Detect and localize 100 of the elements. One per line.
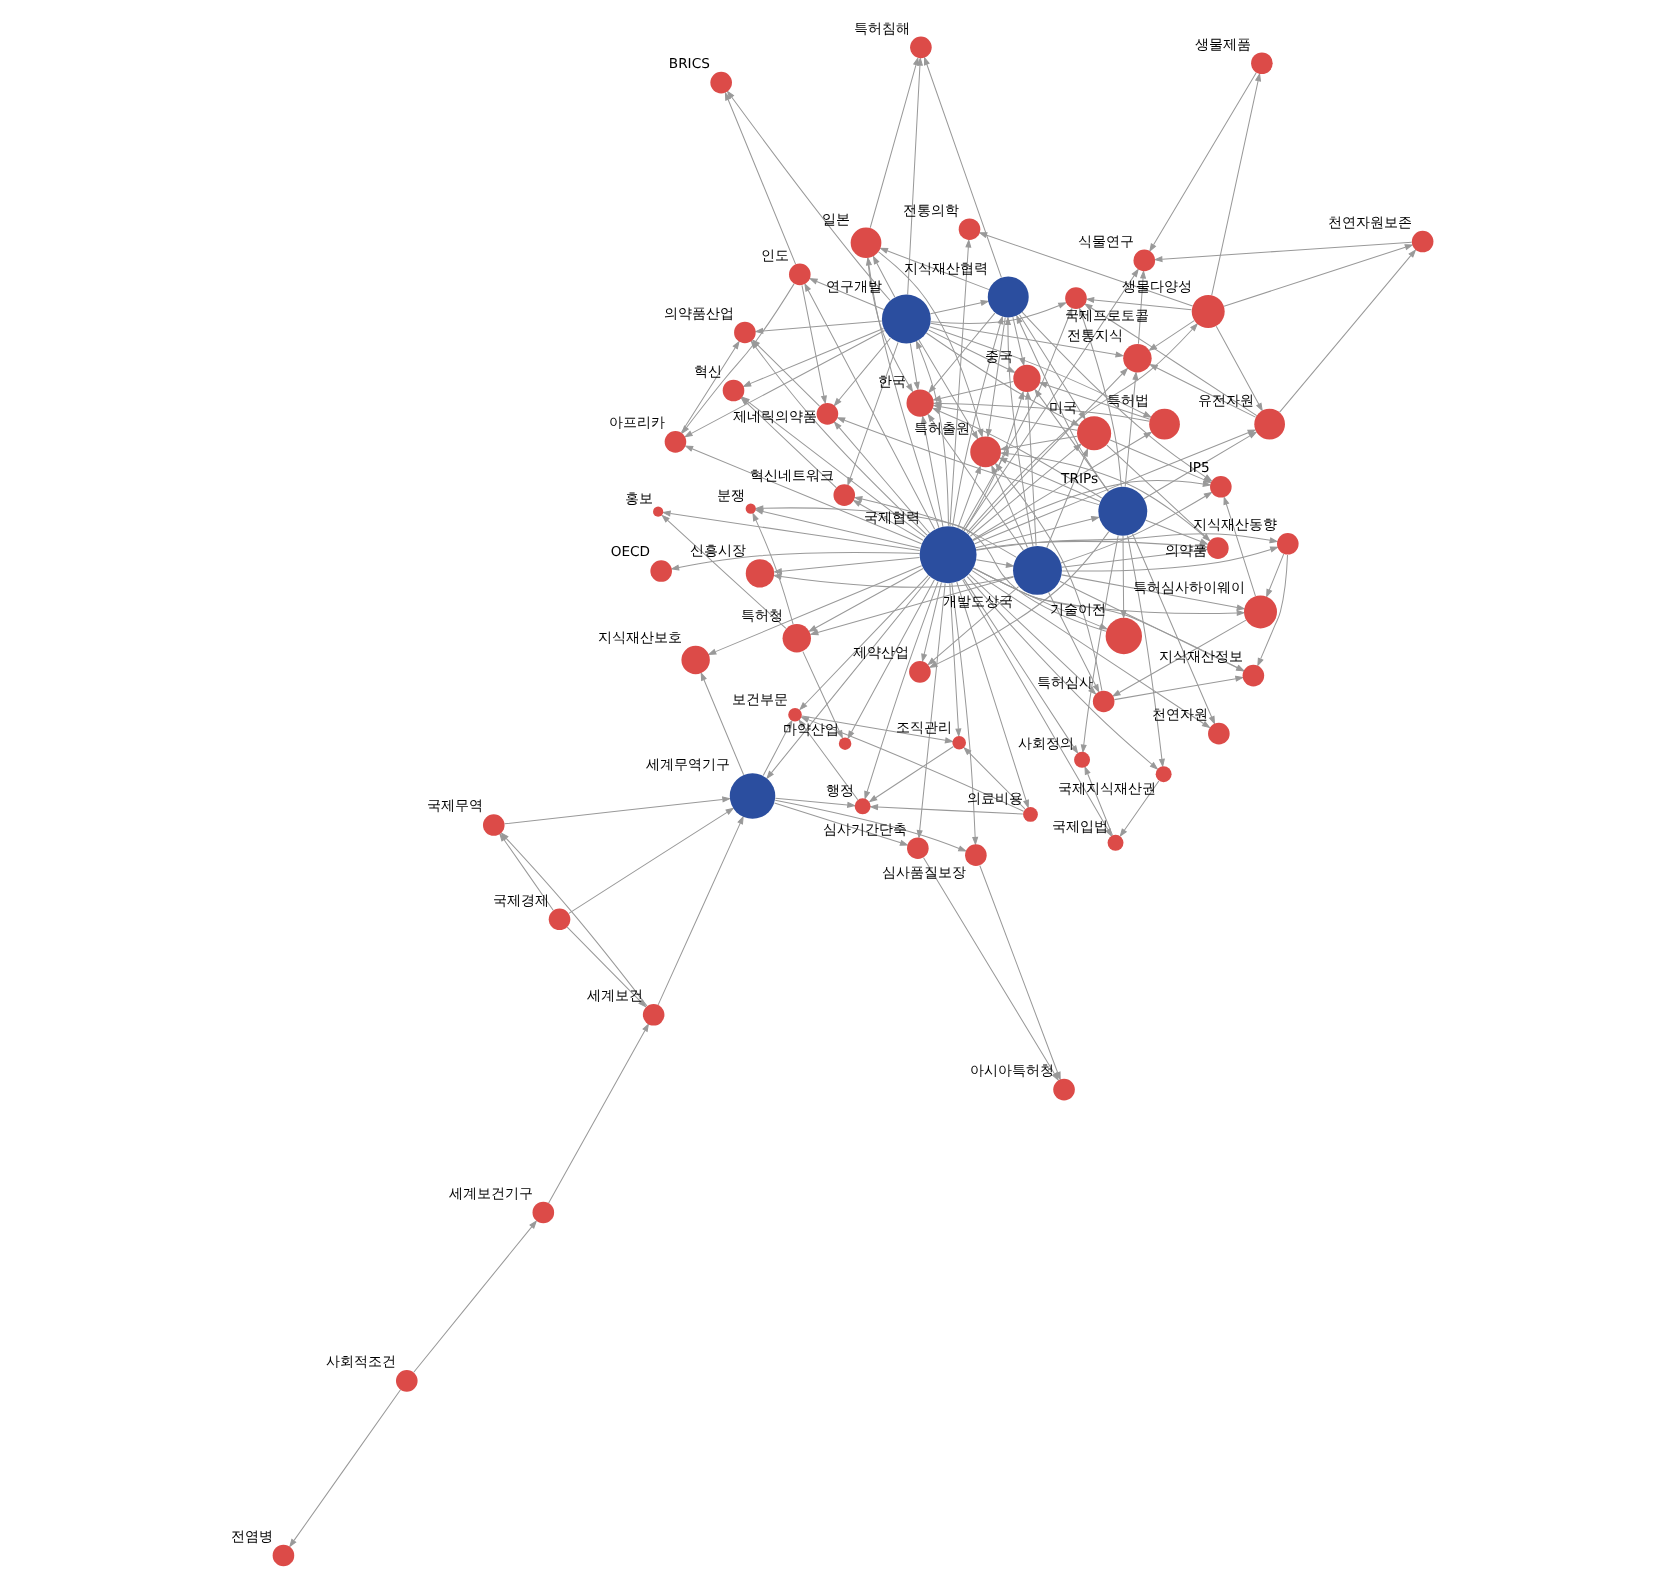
arrow — [1222, 244, 1413, 307]
arrow — [914, 339, 948, 527]
node-circle — [1097, 486, 1147, 536]
arrow — [800, 715, 953, 744]
node-circle — [481, 814, 504, 836]
arrow — [1015, 314, 1108, 492]
node-circle — [1106, 834, 1123, 851]
arrow — [998, 435, 1077, 452]
arrow — [926, 329, 1015, 373]
arrow — [962, 578, 1078, 755]
arrow — [868, 803, 1023, 815]
arrow — [924, 332, 1080, 427]
arrow — [852, 496, 1106, 632]
node-circle — [951, 735, 965, 750]
arrow — [846, 341, 898, 487]
arrow — [669, 552, 920, 571]
node-circle — [909, 36, 931, 59]
arrow — [1003, 316, 1033, 547]
arrow — [978, 865, 1060, 1081]
arrow — [1210, 72, 1261, 296]
node-circle — [531, 1201, 554, 1224]
node-circle — [728, 773, 775, 819]
node-circle — [1253, 408, 1284, 440]
node-circle — [787, 707, 801, 722]
node-circle — [1012, 364, 1040, 393]
arrow — [547, 1022, 649, 1204]
arrow — [962, 390, 1024, 532]
arrow — [1214, 325, 1262, 412]
arrow — [1112, 675, 1244, 701]
arrow — [1256, 554, 1288, 667]
arrow — [977, 232, 1193, 307]
arrow — [803, 282, 935, 530]
arrow — [1126, 535, 1164, 768]
arrow — [926, 413, 1023, 551]
arrow — [974, 516, 1100, 549]
node-circle — [1132, 249, 1155, 272]
arrow — [962, 746, 1025, 810]
node-circle — [1104, 617, 1141, 655]
node-circle — [1052, 1078, 1074, 1101]
node-circle — [788, 263, 810, 286]
arrow — [773, 797, 856, 808]
node-circle — [906, 837, 928, 860]
arrow — [997, 457, 1100, 502]
node-circle — [957, 218, 980, 240]
arrow — [929, 322, 1124, 358]
arrow — [806, 568, 923, 633]
arrow — [970, 570, 1210, 729]
arrow — [948, 238, 971, 527]
arrow — [288, 1389, 400, 1548]
arrow — [993, 462, 1102, 692]
arrow — [1082, 303, 1257, 417]
arrow — [956, 464, 980, 529]
arrow — [971, 567, 1108, 630]
arrow — [412, 1220, 537, 1373]
node-circle — [652, 506, 663, 517]
arrow — [1060, 574, 1245, 611]
arrow — [773, 799, 967, 852]
arrow — [725, 90, 890, 302]
node-circle — [1154, 766, 1171, 783]
node-circle — [733, 321, 755, 344]
arrow — [871, 255, 895, 298]
node-circle — [1012, 545, 1061, 595]
arrow — [699, 671, 744, 776]
arrow — [683, 445, 921, 545]
arrow — [1123, 371, 1138, 488]
arrow — [1037, 382, 1150, 420]
node-circle — [1241, 664, 1264, 687]
arrow — [1047, 591, 1099, 694]
arrow — [801, 651, 842, 740]
arrow — [908, 342, 919, 391]
node-circle — [1250, 52, 1272, 75]
node-circle — [853, 798, 870, 815]
arrow — [868, 56, 918, 229]
arrow — [660, 514, 786, 629]
arrow — [832, 420, 930, 534]
arrow — [955, 581, 1028, 809]
arrow — [967, 574, 1096, 695]
arrow — [1110, 619, 1246, 697]
arrow — [1024, 390, 1036, 547]
node-circle — [1206, 537, 1228, 559]
arrow — [1222, 495, 1255, 597]
node-circle — [1209, 475, 1231, 498]
arrow — [656, 815, 743, 1006]
node-circle — [709, 71, 731, 94]
arrow — [971, 431, 1152, 541]
node-circle — [721, 379, 744, 402]
node-circle — [1076, 416, 1111, 451]
arrow — [1017, 314, 1085, 421]
arrow — [968, 443, 1082, 537]
arrow — [1147, 363, 1255, 418]
node-circle — [744, 503, 755, 514]
arrow — [1079, 535, 1118, 754]
arrow — [1084, 296, 1191, 311]
node-circle — [1207, 722, 1229, 745]
node-circle — [1122, 343, 1151, 373]
arrow — [962, 268, 1138, 532]
node-circle — [680, 645, 709, 675]
arrow — [966, 367, 1128, 535]
node-circle — [395, 1370, 417, 1392]
arrow — [950, 582, 978, 846]
